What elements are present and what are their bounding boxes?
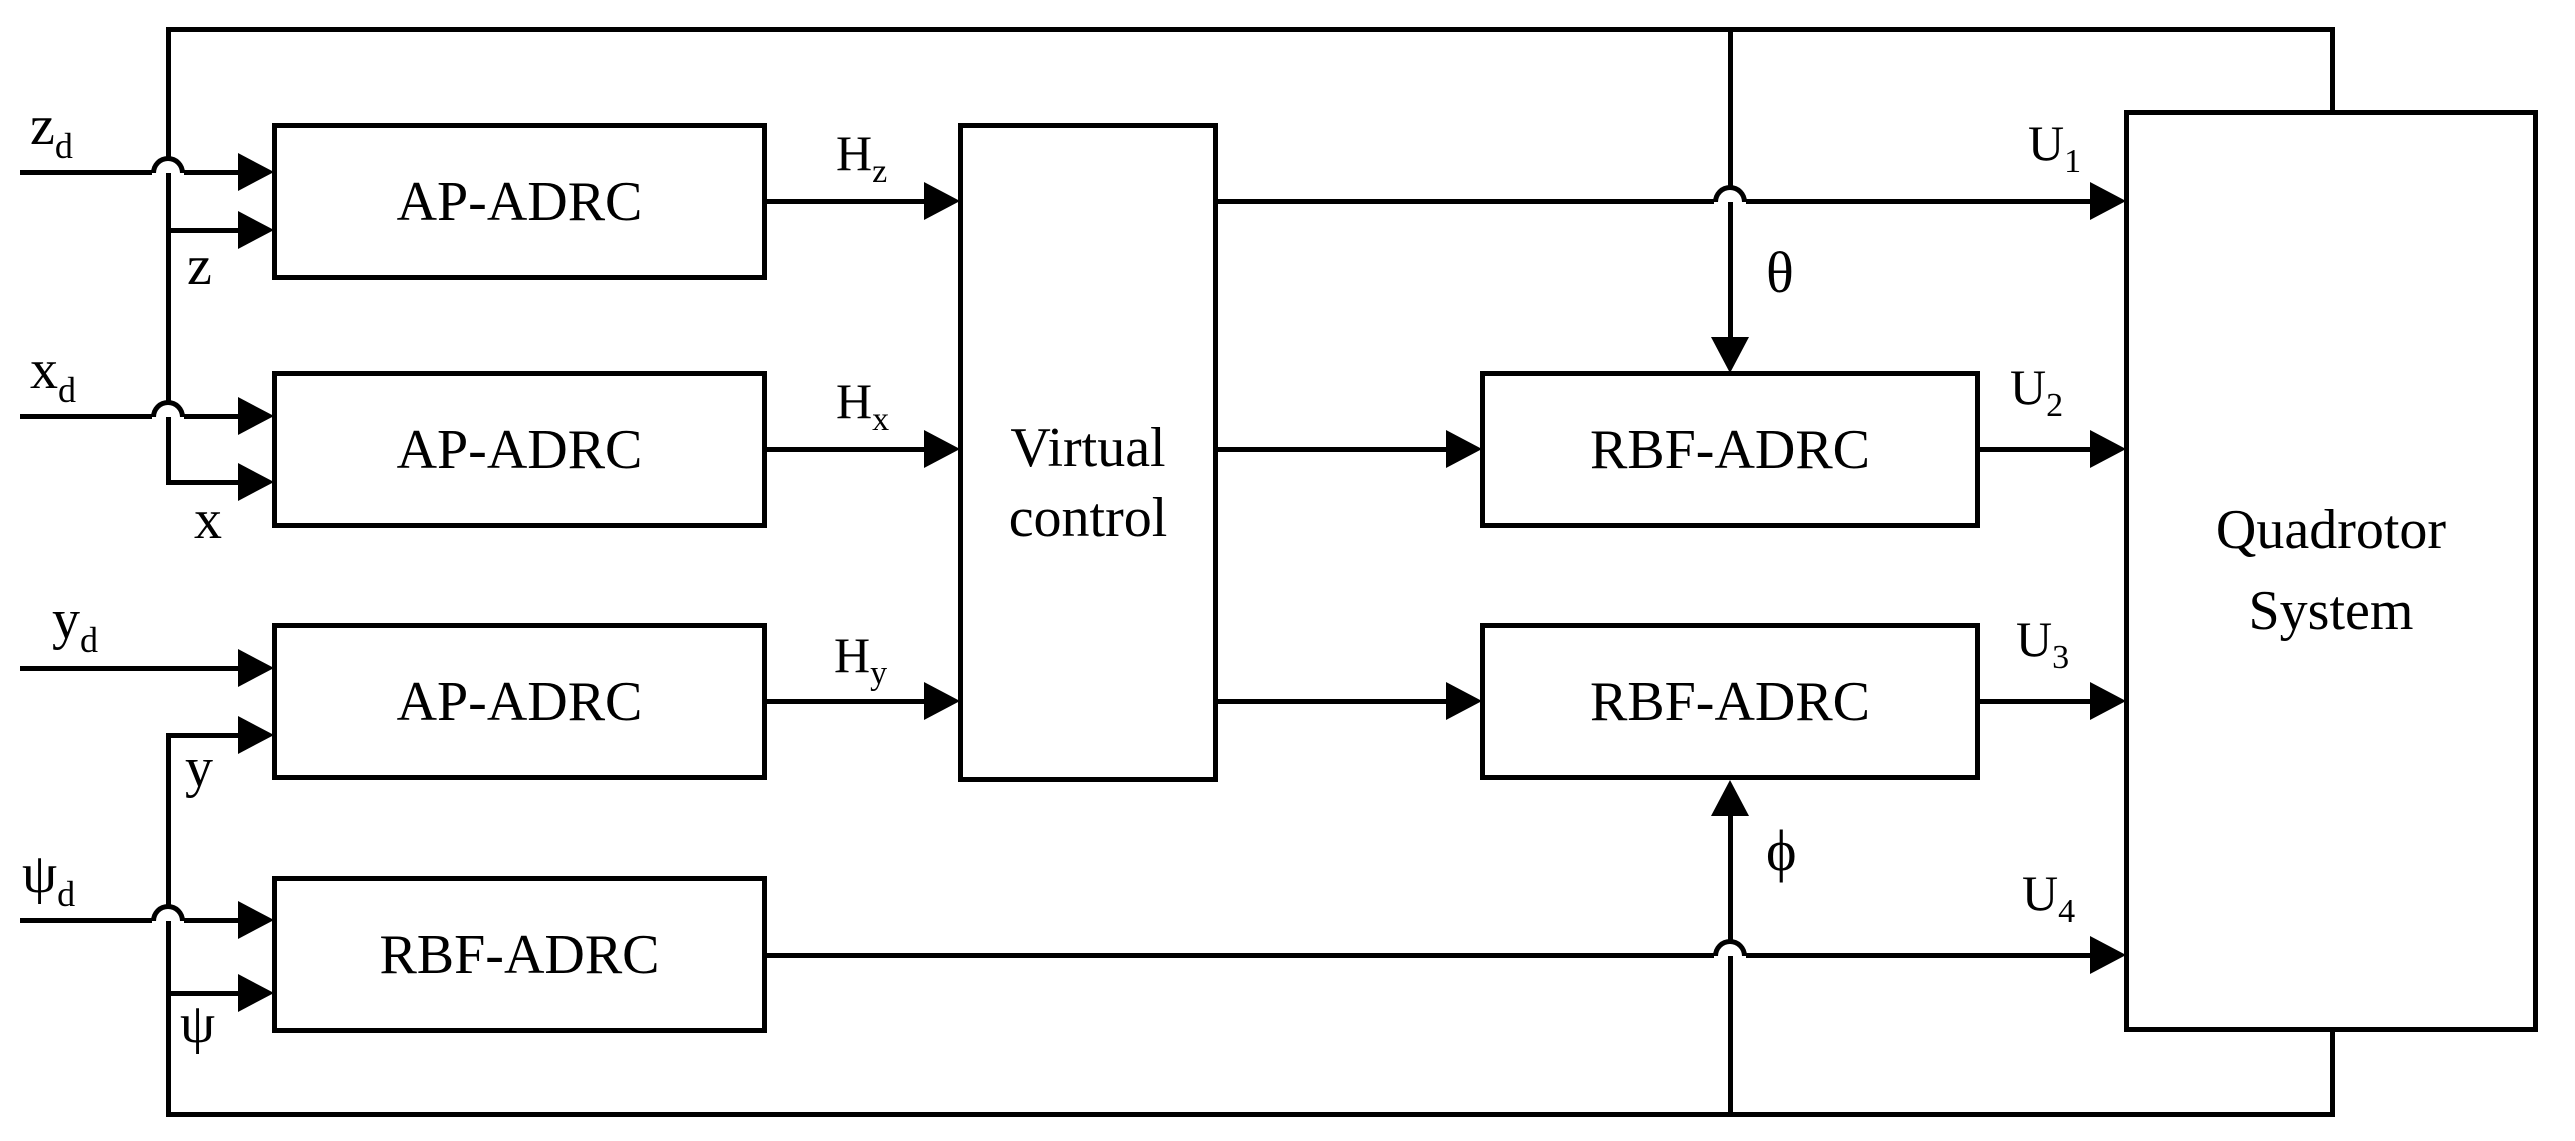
- line-y-feedback: [166, 733, 240, 738]
- label-y: y: [185, 737, 213, 799]
- line-feedback-top: [166, 27, 2335, 32]
- block-rbf-adrc-pitch: RBF-ADRC: [1480, 371, 1980, 528]
- block-virtual-control-label: Virtual control: [1009, 413, 1168, 553]
- arrowhead-yd: [238, 649, 274, 687]
- virtual-control-line1: Virtual: [1010, 416, 1166, 479]
- line-zd-input-a: [20, 170, 152, 175]
- arrowhead-hx: [924, 430, 960, 468]
- label-psid: ψd: [22, 843, 76, 914]
- line-feedback-right-top: [2330, 27, 2335, 115]
- line-hy: [767, 699, 926, 704]
- line-u4-a: [767, 953, 1714, 958]
- line-feedback-left-upper: [166, 27, 171, 485]
- crossover-hop-psid: [151, 904, 185, 921]
- arrowhead-y: [238, 716, 274, 754]
- arrowhead-phi-into-rbf: [1711, 780, 1749, 816]
- label-u4: U4: [2022, 865, 2076, 930]
- arrowhead-hy: [924, 682, 960, 720]
- block-rbf-adrc-roll-label: RBF-ADRC: [1589, 670, 1871, 733]
- arrowhead-z: [238, 211, 274, 249]
- line-x-feedback: [166, 480, 240, 485]
- label-psi: ψ: [180, 993, 216, 1055]
- line-yd-input: [20, 666, 240, 671]
- arrowhead-u1: [2090, 182, 2126, 220]
- line-theta-feedback: [1728, 27, 1733, 339]
- arrowhead-vc-rbf-roll: [1446, 682, 1482, 720]
- line-psid-input-a: [20, 918, 152, 923]
- block-rbf-adrc-pitch-label: RBF-ADRC: [1589, 418, 1871, 481]
- block-ap-adrc-x: AP-ADRC: [272, 371, 767, 528]
- block-ap-adrc-x-label: AP-ADRC: [396, 418, 643, 481]
- label-xd: xd: [30, 339, 76, 410]
- line-feedback-bottom: [166, 1112, 2335, 1117]
- arrowhead-u3: [2090, 682, 2126, 720]
- block-ap-adrc-z: AP-ADRC: [272, 123, 767, 280]
- block-virtual-control: Virtual control: [958, 123, 1218, 782]
- crossover-hop-zd: [151, 156, 185, 173]
- line-feedback-right-bottom: [2330, 1032, 2335, 1117]
- arrowhead-psi: [238, 974, 274, 1012]
- arrowhead-theta-into-rbf: [1711, 337, 1749, 373]
- line-xd-input-b: [184, 414, 240, 419]
- arrowhead-vc-rbf-pitch: [1446, 430, 1482, 468]
- line-u3: [1980, 699, 2092, 704]
- line-vc-to-rbf-pitch: [1218, 447, 1448, 452]
- line-vc-to-rbf-roll: [1218, 699, 1448, 704]
- line-feedback-left-lower: [166, 733, 171, 1117]
- arrowhead-u4: [2090, 936, 2126, 974]
- label-zd: zd: [30, 95, 73, 166]
- block-ap-adrc-y: AP-ADRC: [272, 623, 767, 780]
- arrowhead-xd: [238, 397, 274, 435]
- arrowhead-psid: [238, 901, 274, 939]
- arrowhead-hz: [924, 182, 960, 220]
- block-rbf-adrc-psi: RBF-ADRC: [272, 876, 767, 1033]
- block-quadrotor-system-label: Quadrotor System: [2216, 490, 2446, 652]
- line-u1-b: [1746, 199, 2092, 204]
- crossover-hop-xd: [151, 400, 185, 417]
- line-z-feedback: [166, 228, 240, 233]
- block-rbf-adrc-roll: RBF-ADRC: [1480, 623, 1980, 780]
- arrowhead-u2: [2090, 430, 2126, 468]
- label-hx: Hx: [836, 373, 890, 438]
- line-hx: [767, 447, 926, 452]
- label-u3: U3: [2016, 611, 2070, 676]
- label-x: x: [194, 489, 222, 551]
- quadrotor-line2: System: [2248, 580, 2414, 642]
- block-rbf-adrc-psi-label: RBF-ADRC: [379, 923, 660, 986]
- line-xd-input-a: [20, 414, 152, 419]
- label-hz: Hz: [836, 125, 888, 190]
- arrowhead-x: [238, 463, 274, 501]
- label-u1: U1: [2028, 115, 2082, 180]
- block-ap-adrc-y-label: AP-ADRC: [396, 670, 643, 733]
- line-psid-input-b: [184, 918, 240, 923]
- block-ap-adrc-z-label: AP-ADRC: [396, 170, 643, 233]
- label-u2: U2: [2010, 359, 2064, 424]
- line-psi-feedback: [166, 991, 240, 996]
- label-yd: yd: [52, 589, 98, 660]
- arrowhead-zd: [238, 153, 274, 191]
- virtual-control-line2: control: [1008, 486, 1168, 549]
- crossover-hop-u4-phi: [1713, 939, 1747, 956]
- label-z: z: [187, 235, 212, 297]
- line-u1-a: [1218, 199, 1714, 204]
- label-phi: ϕ: [1766, 818, 1797, 883]
- block-quadrotor-system: Quadrotor System: [2124, 110, 2538, 1032]
- label-theta: θ: [1766, 240, 1794, 305]
- quadrotor-line1: Quadrotor: [2215, 498, 2447, 561]
- line-zd-input-b: [184, 170, 240, 175]
- line-u2: [1980, 447, 2092, 452]
- label-hy: Hy: [834, 627, 888, 692]
- line-u4-b: [1746, 953, 2092, 958]
- line-phi-feedback: [1728, 812, 1733, 1117]
- line-hz: [767, 199, 926, 204]
- crossover-hop-u1-theta: [1713, 185, 1747, 202]
